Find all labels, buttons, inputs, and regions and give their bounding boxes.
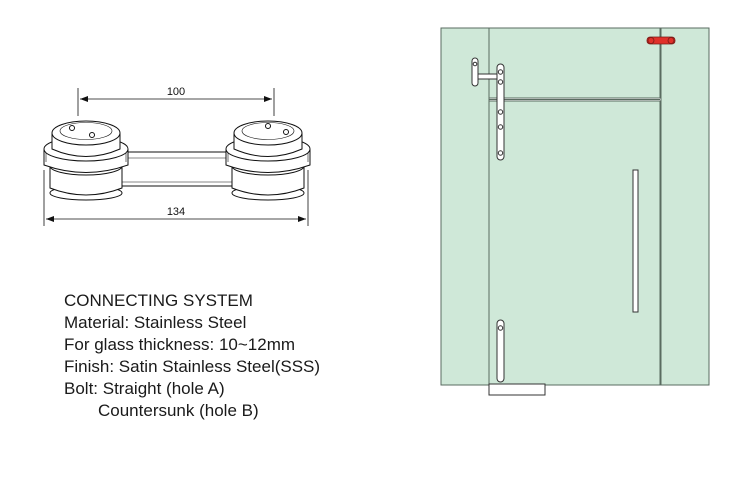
spec-bolt-countersunk: Countersunk (hole B) <box>98 401 259 420</box>
top-hinge <box>471 57 505 161</box>
spec-block: CONNECTING SYSTEM Material: Stainless St… <box>64 290 320 422</box>
door-elevation <box>440 27 710 396</box>
spec-thickness: For glass thickness: 10~12mm <box>64 335 296 354</box>
glass-transom <box>488 27 661 99</box>
dimension-inner-label: 100 <box>167 86 185 98</box>
dimension-outer <box>43 170 309 226</box>
spec-title: CONNECTING SYSTEM <box>64 291 253 310</box>
glass-panel-right <box>660 27 710 386</box>
glass-panel-left <box>440 27 490 386</box>
hole-icon <box>89 132 95 138</box>
hole-icon <box>69 125 75 131</box>
spec-bolt: Bolt: Straight (hole A) <box>64 379 225 398</box>
glass-door <box>488 100 661 386</box>
spec-finish: Finish: Satin Stainless Steel(SSS) <box>64 357 321 376</box>
bottom-hinge <box>488 319 546 396</box>
dimension-outer-label: 134 <box>167 206 185 218</box>
highlighted-connector <box>646 36 676 45</box>
left-fitting <box>43 120 129 201</box>
hole-icon <box>265 123 271 129</box>
connector-drawing <box>43 120 311 201</box>
door-handle <box>632 169 639 313</box>
right-fitting <box>225 120 311 201</box>
spec-material: Material: Stainless Steel <box>64 313 247 332</box>
dimension-inner <box>77 88 275 116</box>
hole-icon <box>283 129 289 135</box>
